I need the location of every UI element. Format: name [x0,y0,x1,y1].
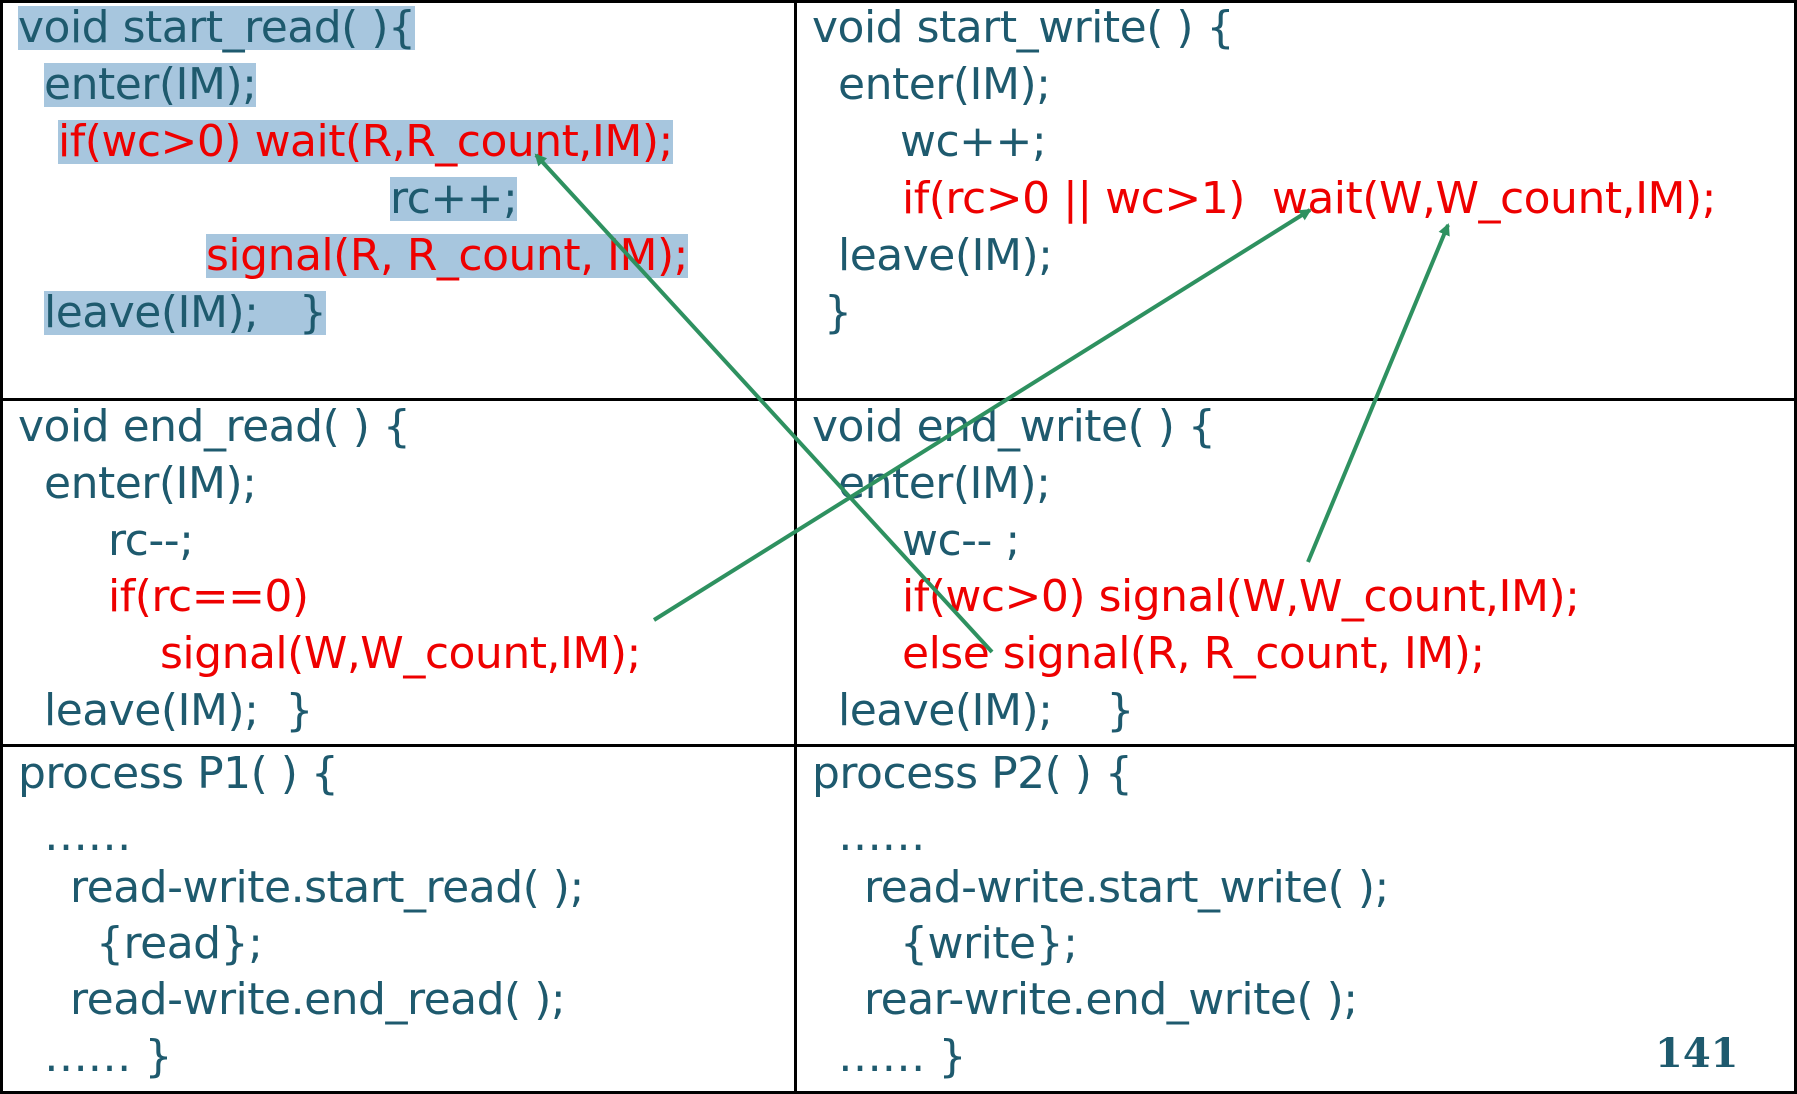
end-read-rc-dec: rc--; [108,515,194,566]
p2-ellipsis-top: …… [838,810,926,861]
end-write-else-signal: else signal(R, R_count, IM); [902,628,1485,679]
arrow-end-read-signal-to-write-wait [652,208,1312,622]
p1-signature: process P1( ) { [18,748,339,799]
start-write-wc-inc: wc++; [900,116,1047,167]
end-write-signature: void end_write( ) { [812,401,1216,452]
end-read-if: if(rc==0) [108,571,309,622]
p1-ellipsis-bottom: …… } [44,1031,172,1082]
start-write-wait: if(rc>0 || wc>1) wait(W,W_count,IM); [902,173,1717,224]
p2-signature: process P2( ) { [812,748,1133,799]
page-number: 141 [1655,1030,1739,1077]
end-write-leave: leave(IM); } [838,685,1134,736]
end-read-signal: signal(W,W_count,IM); [160,628,641,679]
end-read-enter: enter(IM); [44,458,257,509]
end-read-signature: void end_read( ) { [18,401,411,452]
start-read-signal: signal(R, R_count, IM); [206,230,688,281]
arrow-else-signal-to-read-wait [534,153,994,654]
p2-start-write-call: read-write.start_write( ); [864,862,1389,913]
column-divider [794,0,797,1094]
p2-ellipsis-bottom: …… } [838,1031,966,1082]
start-read-enter: enter(IM); [44,59,257,110]
start-read-signature: void start_read( ){ [18,2,416,53]
p2-end-write-call: rear-write.end_write( ); [864,974,1358,1025]
end-write-if-signal: if(wc>0) signal(W,W_count,IM); [902,571,1580,622]
row-divider-2 [0,744,1797,747]
start-read-leave: leave(IM); } [44,287,327,338]
start-read-rc-inc: rc++; [390,173,518,224]
start-write-signature: void start_write( ) { [812,2,1235,53]
p1-read-block: {read}; [96,918,263,969]
start-write-enter: enter(IM); [838,59,1051,110]
end-read-leave: leave(IM); } [44,685,313,736]
end-write-wc-dec: wc-- ; [902,515,1020,566]
p1-ellipsis-top: …… [44,810,132,861]
p2-write-block: {write}; [900,918,1078,969]
start-write-leave: leave(IM); [838,230,1053,281]
arrow-end-write-signal-to-write-wait [1306,223,1450,563]
row-divider-1 [0,398,1797,401]
p1-end-read-call: read-write.end_read( ); [70,974,566,1025]
start-read-wait: if(wc>0) wait(R,R_count,IM); [58,116,673,167]
start-write-close: } [824,287,852,338]
p1-start-read-call: read-write.start_read( ); [70,862,584,913]
